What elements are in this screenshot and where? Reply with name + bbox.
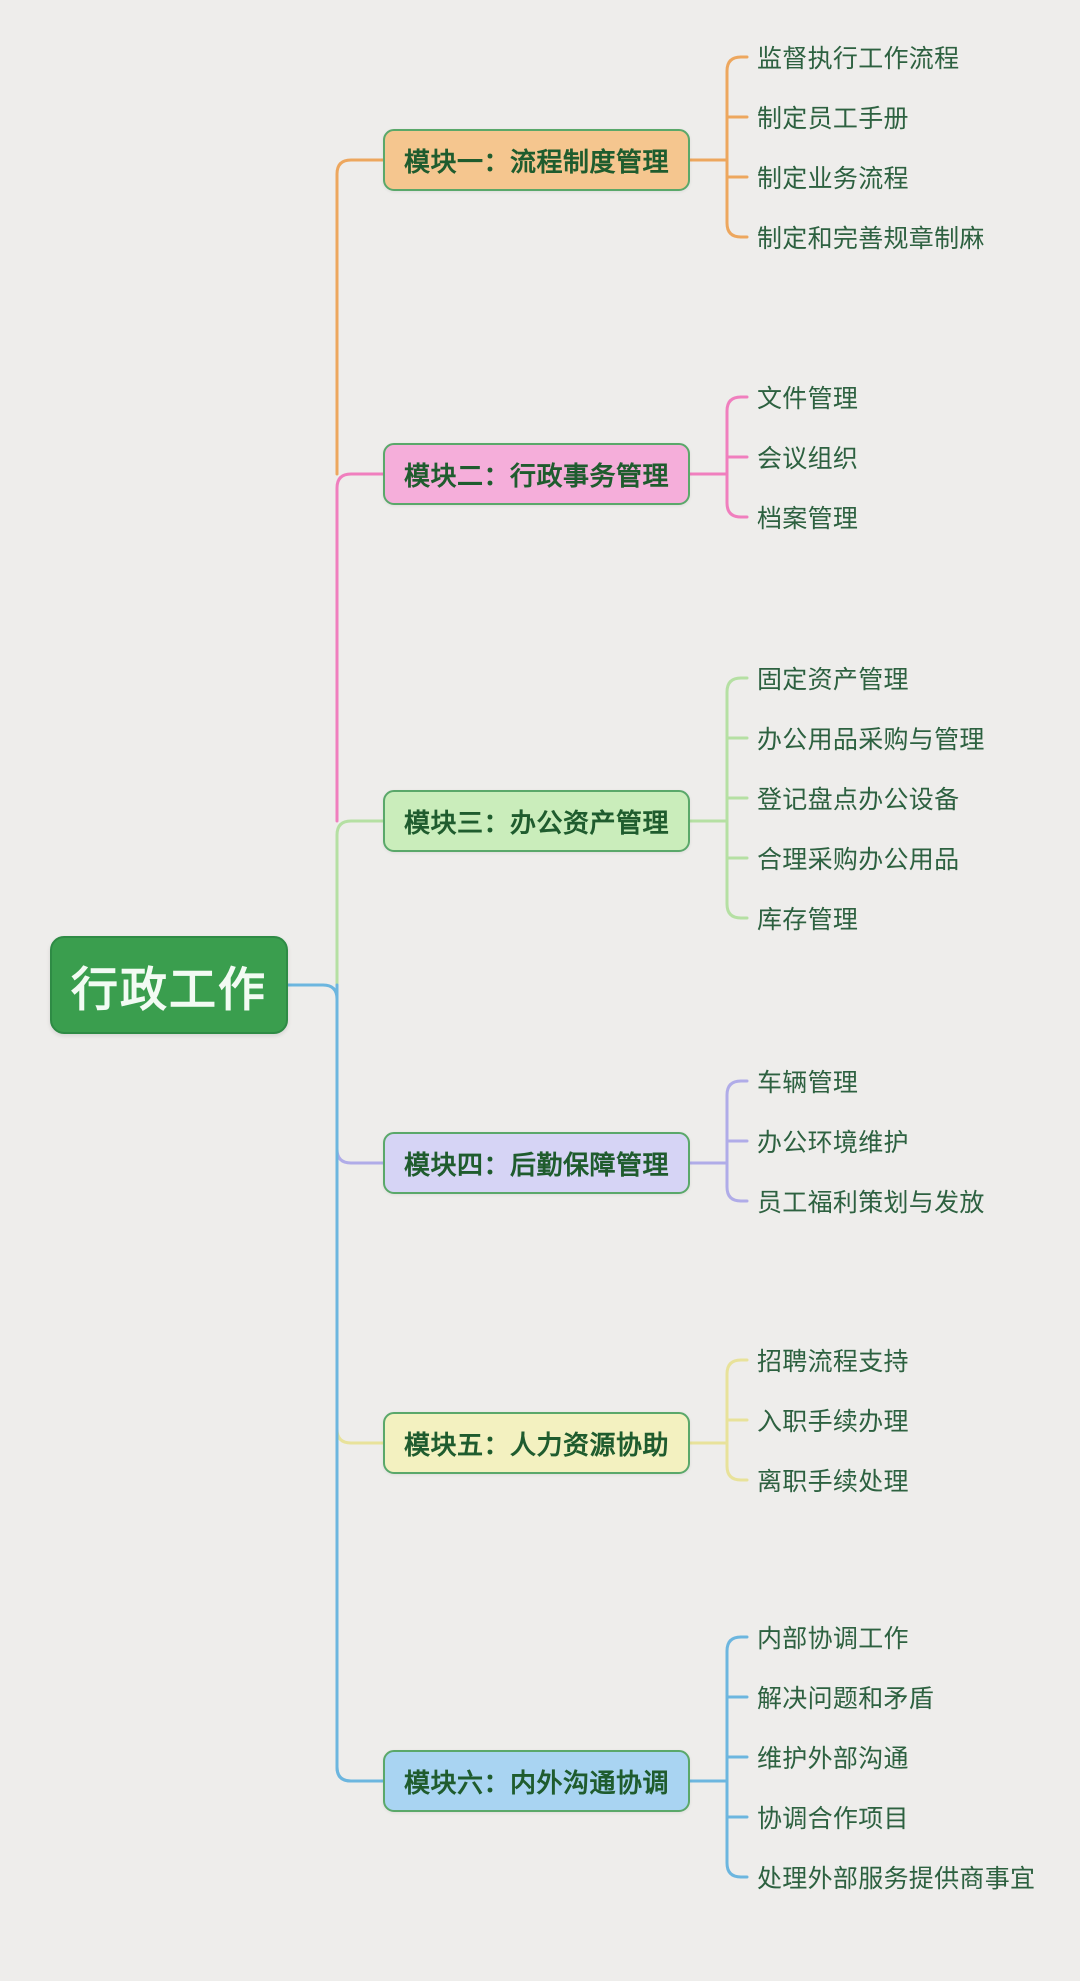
leaf-node-label: 档案管理 — [757, 505, 859, 533]
leaf-node-label: 会议组织 — [757, 445, 859, 473]
leaf-node[interactable]: 监督执行工作流程 — [757, 40, 959, 74]
leaf-node[interactable]: 制定员工手册 — [757, 100, 909, 134]
leaf-node-label: 制定和完善规章制麻 — [757, 225, 985, 253]
module-node-3[interactable]: 模块三：办公资产管理 — [383, 790, 690, 852]
leaf-node-label: 固定资产管理 — [757, 666, 909, 694]
root-node-label: 行政工作 — [71, 962, 267, 1016]
leaf-node-label: 制定业务流程 — [757, 165, 909, 193]
module-node-4[interactable]: 模块四：后勤保障管理 — [383, 1132, 690, 1194]
leaf-node[interactable]: 会议组织 — [757, 440, 858, 474]
root-node[interactable]: 行政工作 — [50, 936, 288, 1034]
leaf-node-label: 离职手续处理 — [757, 1468, 909, 1496]
leaf-node[interactable]: 协调合作项目 — [757, 1800, 909, 1834]
leaf-node-label: 库存管理 — [757, 906, 859, 934]
leaf-node[interactable]: 招聘流程支持 — [757, 1343, 909, 1377]
leaf-node[interactable]: 合理采购办公用品 — [757, 841, 959, 875]
module-node-1[interactable]: 模块一：流程制度管理 — [383, 129, 690, 191]
module-node-label: 模块一：流程制度管理 — [403, 146, 669, 177]
leaf-node[interactable]: 档案管理 — [757, 500, 858, 534]
leaf-node[interactable]: 登记盘点办公设备 — [757, 781, 959, 815]
module-node-label: 模块五：人力资源协助 — [403, 1429, 669, 1460]
leaf-node-label: 车辆管理 — [757, 1069, 859, 1097]
leaf-node-label: 合理采购办公用品 — [757, 846, 960, 874]
leaf-node-label: 监督执行工作流程 — [757, 45, 960, 73]
leaf-node[interactable]: 文件管理 — [757, 380, 858, 414]
leaf-node[interactable]: 库存管理 — [757, 901, 858, 935]
leaf-node[interactable]: 车辆管理 — [757, 1064, 858, 1098]
leaf-node-label: 处理外部服务提供商事宜 — [757, 1865, 1036, 1893]
leaf-node-label: 办公用品采购与管理 — [757, 726, 985, 754]
leaf-node[interactable]: 维护外部沟通 — [757, 1740, 909, 1774]
leaf-node[interactable]: 内部协调工作 — [757, 1620, 909, 1654]
leaf-node[interactable]: 解决问题和矛盾 — [757, 1680, 934, 1714]
module-node-label: 模块二：行政事务管理 — [403, 460, 669, 491]
leaf-node[interactable]: 制定和完善规章制麻 — [757, 220, 985, 254]
module-node-6[interactable]: 模块六：内外沟通协调 — [383, 1750, 690, 1812]
leaf-node-label: 招聘流程支持 — [757, 1348, 909, 1376]
module-node-label: 模块三：办公资产管理 — [403, 807, 669, 838]
leaf-node-label: 解决问题和矛盾 — [757, 1685, 935, 1713]
leaf-node-label: 入职手续办理 — [757, 1408, 909, 1436]
leaf-node-label: 登记盘点办公设备 — [757, 786, 960, 814]
leaf-node-label: 办公环境维护 — [757, 1129, 909, 1157]
leaf-node-label: 内部协调工作 — [757, 1625, 909, 1653]
module-node-label: 模块六：内外沟通协调 — [403, 1767, 669, 1798]
leaf-node-label: 文件管理 — [757, 385, 859, 413]
leaf-node[interactable]: 入职手续办理 — [757, 1403, 909, 1437]
leaf-node-label: 维护外部沟通 — [757, 1745, 909, 1773]
leaf-node[interactable]: 离职手续处理 — [757, 1463, 909, 1497]
leaf-node[interactable]: 固定资产管理 — [757, 661, 909, 695]
module-node-2[interactable]: 模块二：行政事务管理 — [383, 443, 690, 505]
leaf-node[interactable]: 办公用品采购与管理 — [757, 721, 985, 755]
leaf-node-label: 制定员工手册 — [757, 105, 909, 133]
leaf-node-label: 协调合作项目 — [757, 1805, 909, 1833]
module-node-label: 模块四：后勤保障管理 — [403, 1149, 669, 1180]
leaf-node[interactable]: 办公环境维护 — [757, 1124, 909, 1158]
module-node-5[interactable]: 模块五：人力资源协助 — [383, 1412, 690, 1474]
leaf-node-label: 员工福利策划与发放 — [757, 1189, 985, 1217]
leaf-node[interactable]: 制定业务流程 — [757, 160, 909, 194]
leaf-node[interactable]: 员工福利策划与发放 — [757, 1184, 985, 1218]
leaf-node[interactable]: 处理外部服务提供商事宜 — [757, 1860, 1035, 1894]
